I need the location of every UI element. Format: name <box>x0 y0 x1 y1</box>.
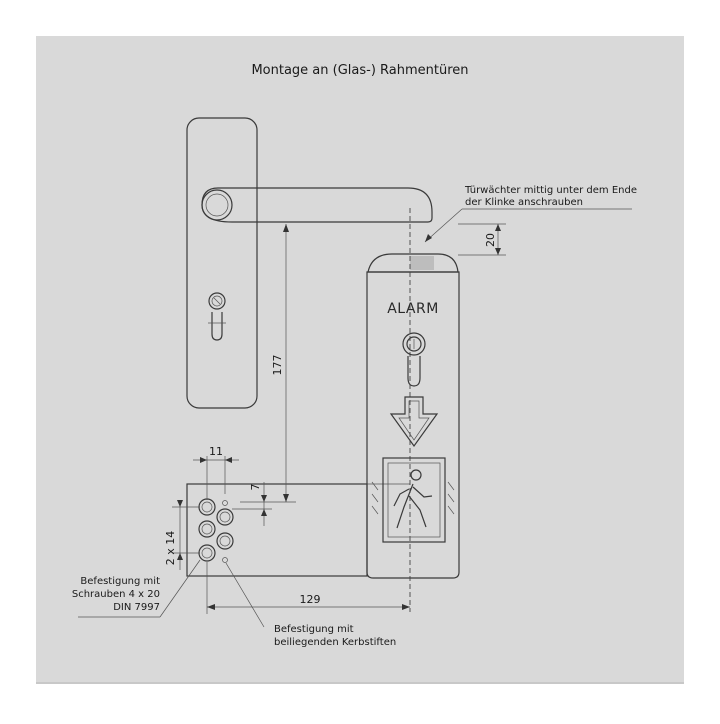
dimension-177: 177 <box>240 224 296 503</box>
note-center-line1: Türwächter mittig unter dem Ende <box>464 185 637 196</box>
dimension-20: 20 <box>458 223 506 256</box>
device-body <box>366 271 460 579</box>
note-screws-line3: DIN 7997 <box>113 602 160 613</box>
key-cylinder-icon <box>208 292 226 341</box>
note-center: Türwächter mittig unter dem Ende der Kli… <box>424 185 637 243</box>
dimension-177-label: 177 <box>271 355 284 376</box>
dimension-129: 129 <box>206 562 410 614</box>
note-pins-line2: beiliegenden Kerbstiften <box>274 637 396 648</box>
handle-plate <box>186 117 433 409</box>
diagram-title: Montage an (Glas-) Rahmentüren <box>251 63 468 78</box>
dimension-11-label: 11 <box>209 445 223 458</box>
dimension-2x14-label: 2 x 14 <box>164 531 177 566</box>
device-label: ALARM <box>387 301 439 317</box>
dimension-129-label: 129 <box>300 593 321 606</box>
note-screws-line2: Schrauben 4 x 20 <box>72 589 160 600</box>
dimension-7: 7 <box>232 482 272 526</box>
door-guard-device: ALARM <box>366 208 460 612</box>
dimension-20-label: 20 <box>484 233 497 247</box>
panel-bottom-edge <box>36 682 684 684</box>
note-screws-line1: Befestigung mit <box>80 576 160 587</box>
arrow-down-icon <box>389 396 439 448</box>
device-top-cap <box>367 253 459 273</box>
mounting-plate <box>186 483 410 577</box>
note-center-line2: der Klinke anschrauben <box>465 197 583 208</box>
handle-rosette <box>201 189 233 221</box>
dimension-2x14: 2 x 14 <box>164 500 200 570</box>
note-pins: Befestigung mit beiliegenden Kerbstiften <box>225 562 396 648</box>
device-key-cylinder-icon <box>402 332 426 387</box>
running-person-exit-icon <box>371 457 455 543</box>
note-screws: Befestigung mit Schrauben 4 x 20 DIN 799… <box>72 559 201 618</box>
note-pins-line1: Befestigung mit <box>274 624 354 635</box>
dimension-11: 11 <box>193 445 239 500</box>
dimension-7-label: 7 <box>249 484 262 491</box>
